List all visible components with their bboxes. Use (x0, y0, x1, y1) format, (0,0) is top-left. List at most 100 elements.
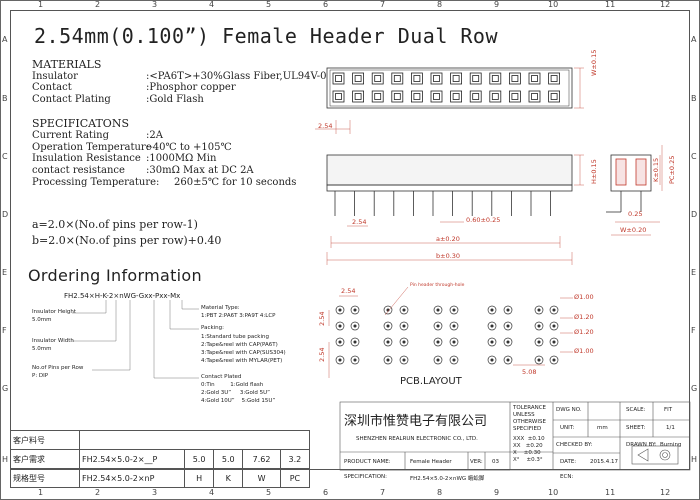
table-cell: 规格型号 (10, 468, 80, 488)
pcb-hole (335, 305, 345, 315)
pcb-holes (335, 305, 559, 365)
pcb-hole-center (353, 308, 357, 312)
end-dimension-lines (611, 145, 663, 236)
pcb-hole-center (506, 358, 510, 362)
col-4-bottom: 4 (209, 488, 215, 497)
pcb-hole-center (402, 340, 406, 344)
pcb-hole-center (537, 358, 541, 362)
dim-hole-2: Ø1.20 (574, 313, 594, 321)
pcb-hole (399, 355, 409, 365)
col-3: 3 (152, 0, 158, 9)
contact-hole (531, 75, 538, 82)
spec-label: Current Rating (32, 130, 109, 141)
contact-hole (491, 93, 499, 100)
contact-hole (413, 93, 421, 100)
contact-cell (430, 90, 443, 103)
table-cell: 7.62 (242, 449, 281, 469)
pcb-hole-center (386, 324, 390, 328)
pcb-hole-center (402, 358, 406, 362)
pcb-hole-center (386, 358, 390, 362)
table-cell: FH2.54×5.0-2×nP (79, 468, 185, 488)
dim-hole-4: Ø1.00 (574, 347, 594, 355)
pcb-hole-center (353, 358, 357, 362)
pcb-hole (335, 321, 345, 331)
spec-value: 260±5℃ for 10 seconds (174, 177, 297, 188)
dim-b: b±0.30 (436, 252, 461, 260)
pcb-hole (449, 321, 459, 331)
col-1: 1 (38, 0, 44, 9)
pcb-hole (433, 321, 443, 331)
pcb-hole (383, 305, 393, 315)
contact-hole (452, 75, 460, 82)
table-cell: FH2.54×5.0-2×__P (79, 449, 185, 469)
pcb-hole (433, 337, 443, 347)
contact-cell (410, 90, 423, 103)
side-pins (334, 191, 551, 216)
dim-h015: H±0.15 (590, 159, 598, 184)
table-cell: PC (279, 468, 311, 488)
tolerance-value: X° ±0.3° (513, 457, 543, 463)
contact-hole (335, 75, 342, 82)
contact-cell (528, 90, 541, 103)
contact-hole (531, 93, 538, 100)
dim-hole-3: Ø1.20 (574, 328, 594, 336)
drawn-by-value: Burning (660, 442, 682, 448)
pcb-hole-center (552, 340, 556, 344)
contact-plated-option: 2:Gold 3U” 3:Gold 5U” (201, 390, 270, 396)
contact-cells (332, 72, 560, 103)
pcb-hole (449, 337, 459, 347)
material-type-value: 1:PBT 2:PA6T 3:PA9T 4:LCP (201, 313, 276, 319)
packing-option: 4:Tape&reel with MYLAR(PET) (201, 358, 283, 364)
pcb-hole-center (552, 308, 556, 312)
scale-value: FIT (664, 407, 673, 413)
sheet-value: 1/1 (666, 425, 675, 431)
row-d: D (2, 210, 9, 219)
contact-cell (489, 90, 502, 103)
contact-hole (433, 93, 440, 100)
table-cell: 5.0 (213, 449, 244, 469)
pcb-hole-center (436, 358, 440, 362)
table-cell: 3.2 (279, 449, 311, 469)
formula-b: b=2.0×(No.of pins per row)+0.40 (32, 234, 222, 247)
contact-hole (374, 93, 382, 100)
contact-cell (430, 72, 443, 85)
pcb-hole (350, 321, 360, 331)
contact-hole (354, 93, 362, 100)
dim-pcb-y2: 2.54 (318, 347, 326, 362)
pcb-hole-center (537, 340, 541, 344)
connector-end-view (606, 154, 652, 213)
pcb-hole-center (353, 324, 357, 328)
contact-cell (391, 90, 404, 103)
spec-value: :30mΩ Max at DC 2A (146, 165, 254, 176)
dim-pitch-top: 2.54 (318, 122, 333, 130)
date-label: DATE: (560, 459, 577, 465)
pcb-hole (503, 305, 513, 315)
customer-table: 客户料号 客户需求 FH2.54×5.0-2×__P 5.0 5.0 7.62 … (10, 430, 311, 488)
tolerance-line: TOLERANCE (513, 405, 547, 411)
contact-hole (491, 75, 499, 82)
pcb-hole-center (490, 358, 494, 362)
pin-header-note: Pin header through-hole (410, 283, 465, 288)
material-label: Insulator (32, 71, 78, 82)
row-h: H (2, 455, 9, 464)
pcb-hole (503, 337, 513, 347)
col-5: 5 (266, 0, 272, 9)
material-value: :Gold Flash (146, 94, 204, 105)
title-block-frame (339, 401, 691, 471)
pcb-hole-center (338, 308, 342, 312)
pcb-hole (503, 321, 513, 331)
company-name-cn: 深圳市惟赞电子有限公司 (344, 414, 488, 429)
contact-hole (472, 93, 480, 100)
dim-pin-width: 0.60±0.25 (466, 216, 501, 224)
specification-value: FH2.54×5.0-2×nWG 蛾蚣脚 (410, 476, 485, 482)
drawing-title: 2.54mm(0.100”) Female Header Dual Row (34, 24, 499, 48)
contact-cell (489, 72, 502, 85)
contact-cell (528, 72, 541, 85)
pcb-hole-center (338, 324, 342, 328)
contact-cell (352, 90, 365, 103)
specifications-heading: SPECIFICATONS (32, 117, 129, 130)
table-row: 客户需求 FH2.54×5.0-2×__P 5.0 5.0 7.62 3.2 (10, 449, 311, 469)
formula-a: a=2.0×(No.of pins per row-1) (32, 218, 198, 231)
dim-025: 0.25 (628, 210, 643, 218)
